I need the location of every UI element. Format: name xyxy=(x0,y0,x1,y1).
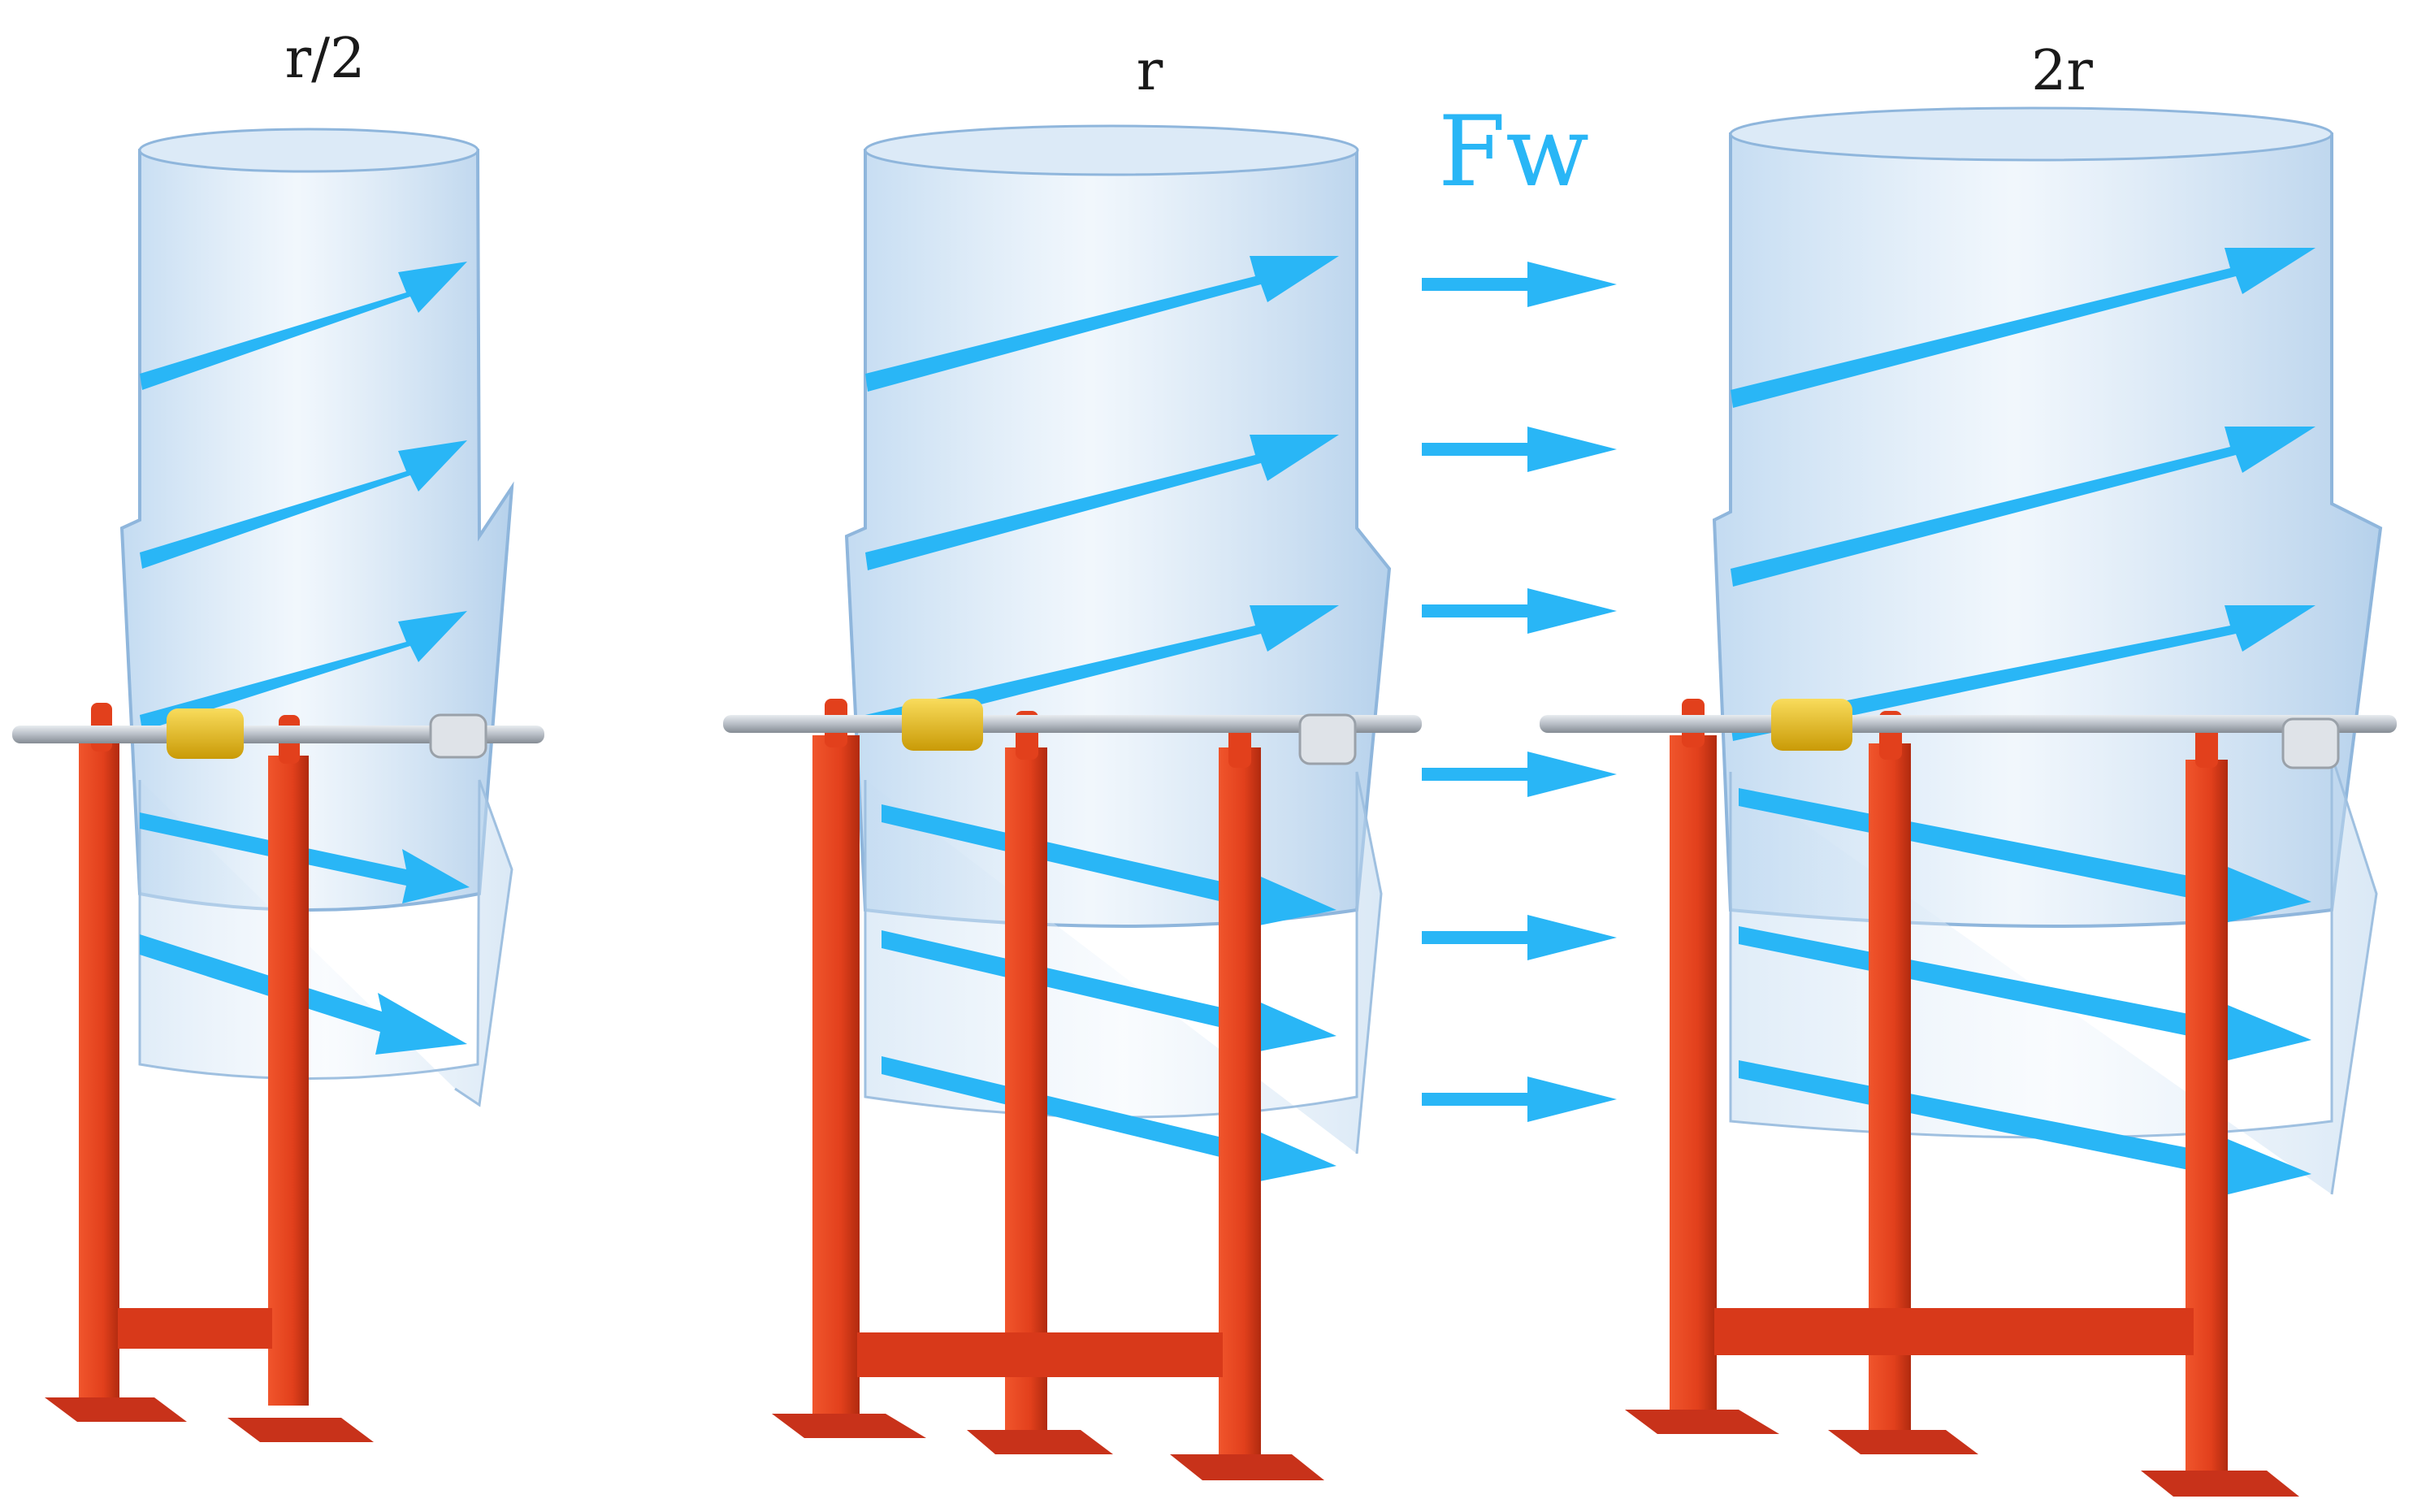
rotor-medium-end-bearing xyxy=(1298,713,1357,765)
rotor-small-frame xyxy=(45,703,374,1442)
frame-foot xyxy=(45,1397,187,1422)
frame-post xyxy=(268,756,309,1406)
rotor-large-arrow xyxy=(1731,605,2316,741)
rotor-small-end-bearing xyxy=(429,713,487,759)
rotor-small-lower xyxy=(138,779,513,1107)
rotor-small-arrow xyxy=(140,611,467,731)
wind-arrow xyxy=(1422,427,1617,472)
rotor-large-end-bearing xyxy=(2281,717,2340,769)
wind-arrow xyxy=(1422,752,1617,797)
rotor-medium-arrow xyxy=(865,605,1339,733)
label-half-radius: r/2 xyxy=(285,27,366,91)
frame-post xyxy=(2186,760,2228,1475)
wind-arrow xyxy=(1422,915,1617,960)
rotor-large-arrow xyxy=(1731,427,2316,587)
frame-foot xyxy=(227,1418,374,1442)
rotor-large-frame xyxy=(1625,699,2299,1497)
label-radius: r xyxy=(1137,39,1163,103)
label-double-radius: 2r xyxy=(2031,39,2093,103)
wind-arrows xyxy=(1422,262,1617,1122)
frame-post xyxy=(1219,747,1261,1454)
rotor-medium-frame xyxy=(772,699,1324,1480)
rotor-medium-bearing xyxy=(902,699,983,751)
wind-arrow xyxy=(1422,588,1617,634)
rotor-medium-arrow xyxy=(865,256,1339,392)
rotor-large-axle xyxy=(1540,715,2397,733)
rotor-small xyxy=(12,128,544,1442)
frame-foot xyxy=(1170,1454,1324,1480)
frame-post xyxy=(812,735,860,1426)
frame-crossbar xyxy=(118,1308,272,1349)
wind-arrow xyxy=(1422,1077,1617,1122)
wind-arrow xyxy=(1422,262,1617,307)
rotor-large-arrow xyxy=(1731,248,2316,408)
frame-post xyxy=(1670,735,1717,1426)
rotor-small-top xyxy=(138,128,479,173)
frame-foot xyxy=(967,1430,1113,1454)
frame-crossbar xyxy=(857,1332,1223,1377)
rotor-medium-cylinder xyxy=(844,134,1392,928)
wind-force-label: Fw xyxy=(1438,96,1589,209)
rotor-medium-arrow xyxy=(865,435,1339,570)
rotor-medium-axle xyxy=(723,715,1422,733)
rotor-small-arrow xyxy=(140,262,467,390)
rotor-large-top xyxy=(1729,106,2333,162)
frame-foot xyxy=(772,1414,926,1438)
frame-crossbar xyxy=(1714,1308,2194,1355)
rotor-small-axle xyxy=(12,726,544,743)
frame-foot xyxy=(1828,1430,1978,1454)
rotor-medium-top xyxy=(864,124,1359,176)
rotor-large-bearing xyxy=(1771,699,1852,751)
rotor-medium-lower xyxy=(864,771,1383,1155)
rotor-large xyxy=(1540,106,2397,1497)
rotor-small-arrow xyxy=(140,440,467,569)
frame-foot xyxy=(1625,1410,1779,1434)
rotor-small-cylinder xyxy=(119,134,514,912)
frame-post xyxy=(1005,747,1047,1430)
rotor-medium xyxy=(723,124,1422,1480)
rotor-small-bearing xyxy=(167,708,244,759)
frame-foot xyxy=(2141,1471,2299,1497)
frame-post xyxy=(79,739,119,1406)
